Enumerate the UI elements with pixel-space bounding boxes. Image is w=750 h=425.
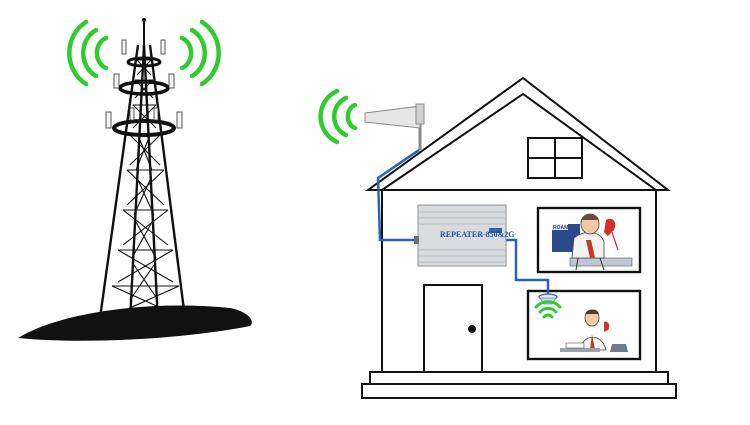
tower-antennas [105,39,183,129]
cell-tower [18,18,252,341]
tower-signal-waves-right-icon [179,19,221,87]
antenna-signal-waves-icon [318,88,358,145]
cable-antenna-to-repeater [376,148,420,242]
repeater-label: REPEATER-850&2G [440,230,515,239]
coax-cables [376,148,550,294]
house-foundation-lower [361,383,677,399]
person-on-phone-upper: ROAM [552,213,633,271]
attic-window [527,137,583,179]
house-foundation-upper [369,371,669,385]
repeater-box: REPEATER-850&2G [414,204,515,267]
tower-platforms [112,56,176,137]
tower-signal-waves-left-icon [67,19,109,87]
screen-brand: ROAM [553,225,568,231]
house-roof [364,76,671,191]
person-at-desk-lower [560,309,628,352]
outdoor-yagi-antenna [318,88,425,150]
house-door [423,284,483,373]
cable-repeater-to-indoor-antenna [505,238,550,294]
indoor-ceiling-antenna [534,293,562,319]
tower-ground [18,305,252,341]
indoor-signal-waves-icon [534,300,562,319]
